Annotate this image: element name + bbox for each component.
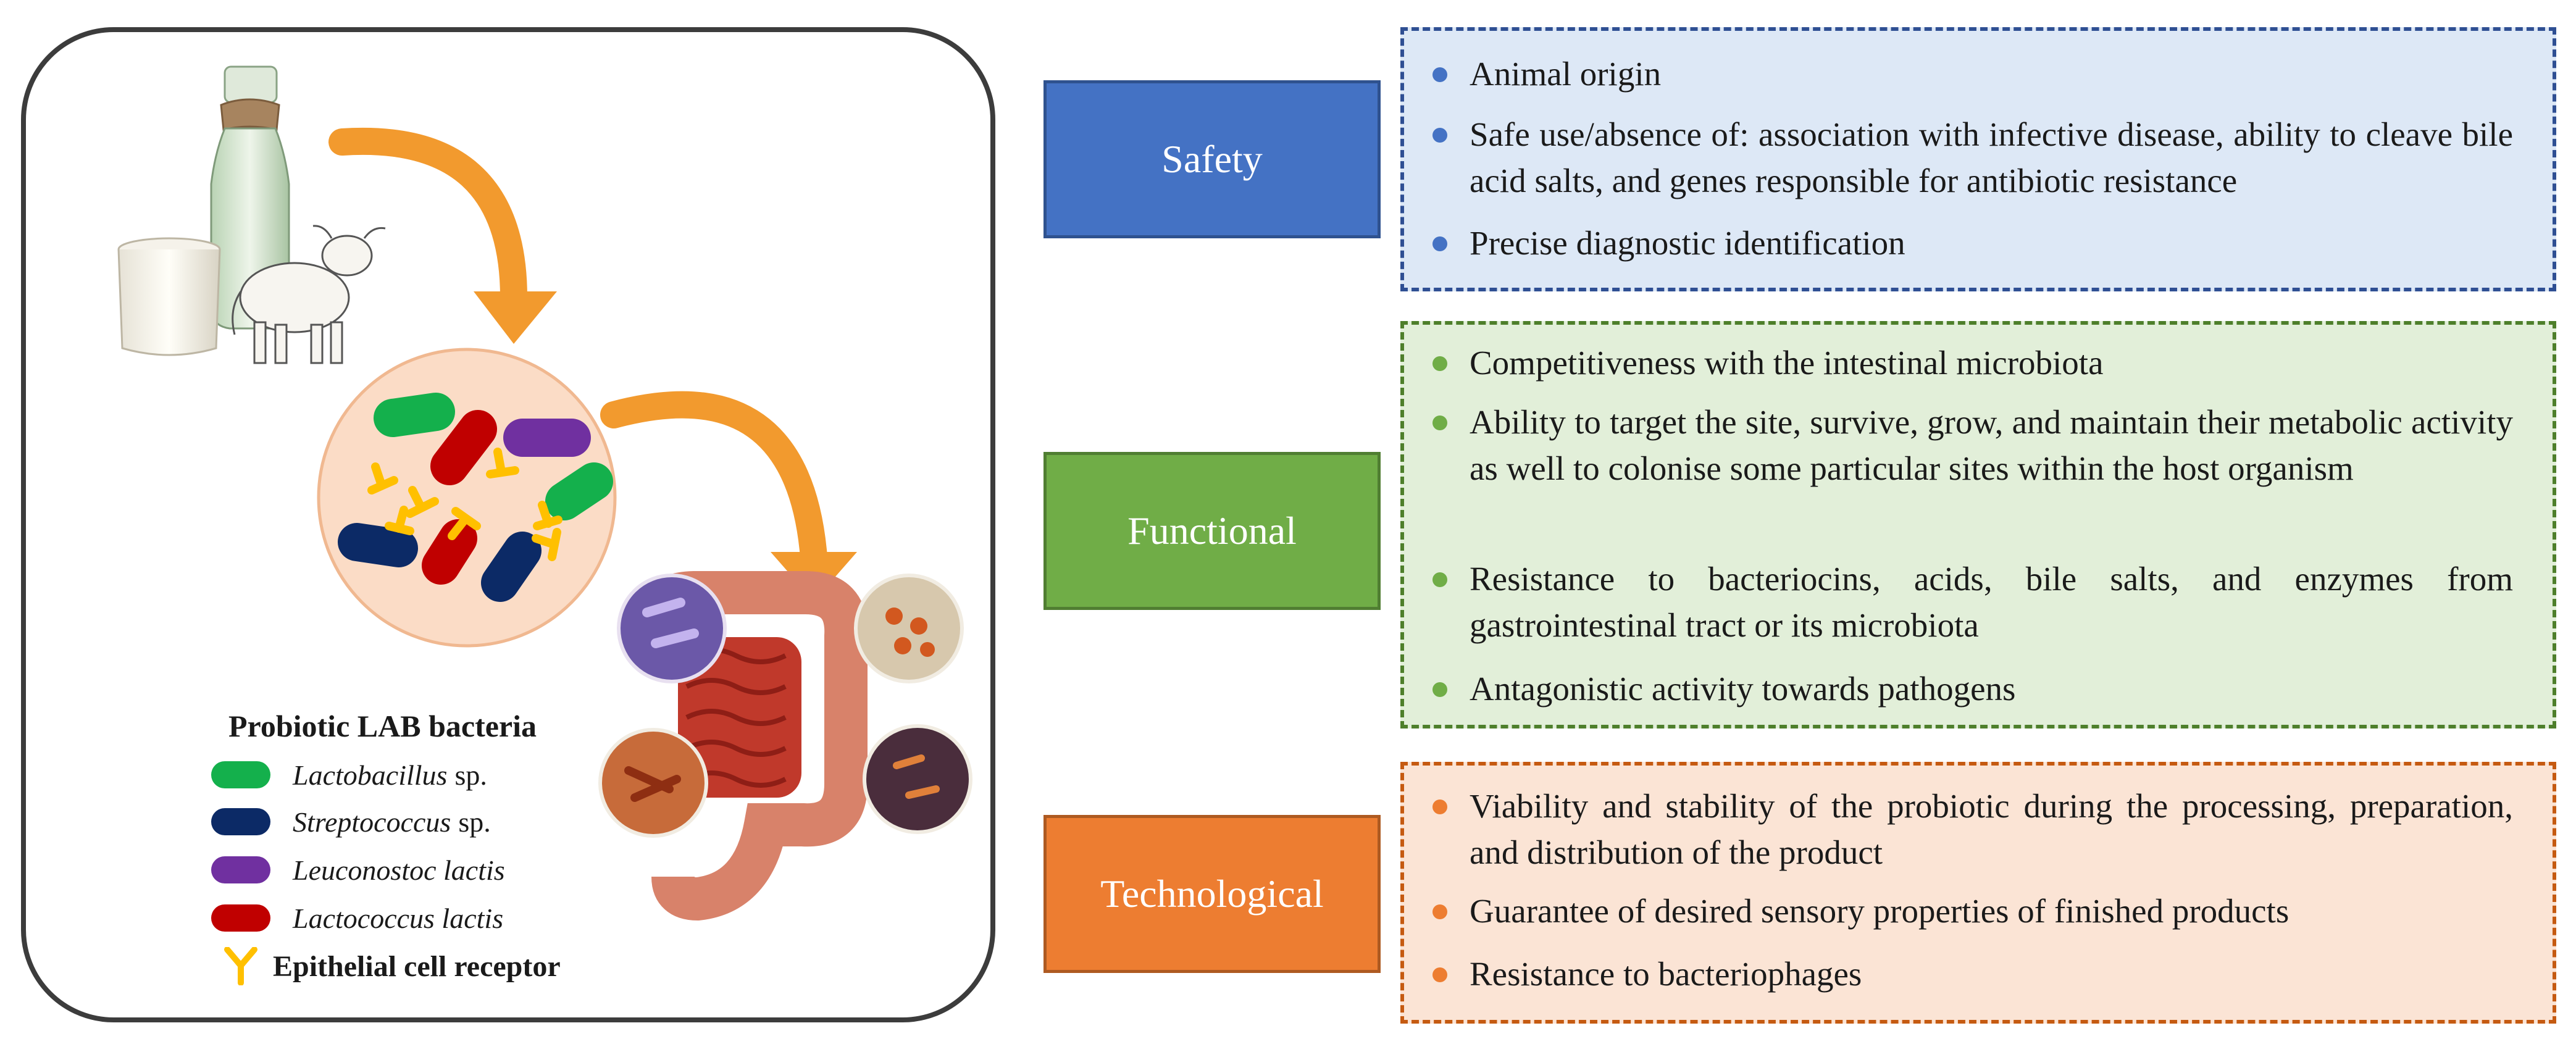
functional-criteria-panel: Competitiveness with the intestinal micr… — [1400, 321, 2556, 728]
criteria-bullet: Competitiveness with the intestinal micr… — [1432, 340, 2513, 386]
bullet-dot-icon — [1432, 904, 1447, 919]
criteria-text: Precise diagnostic identification — [1470, 224, 1905, 262]
illustration — [117, 65, 972, 921]
safety-criteria-panel: Animal origin Safe use/absence of: assoc… — [1400, 27, 2556, 291]
legend-label: Lactobacillus — [293, 759, 448, 791]
criteria-text: Viability and stability of the probiotic… — [1470, 787, 2513, 871]
bullet-dot-icon — [1432, 799, 1447, 814]
criteria-bullet: Guarantee of desired sensory properties … — [1432, 888, 2513, 934]
criteria-bullet: Precise diagnostic identification — [1432, 220, 2513, 266]
legend-item-lactococcus: Lactococcus lactis — [211, 901, 503, 935]
legend-suffix: sp. — [454, 759, 487, 791]
criteria-bullet: Antagonistic activity towards pathogens — [1432, 666, 2513, 712]
bullet-dot-icon — [1432, 236, 1447, 251]
intestine-microbiota-icon — [598, 571, 972, 921]
category-technological: Technological — [1043, 815, 1381, 973]
legend-label: Leuconostoc lactis — [293, 854, 505, 886]
legend-item-streptococcus: Streptococcus sp. — [211, 804, 491, 839]
legend-item-leuconostoc: Leuconostoc lactis — [211, 853, 505, 887]
criteria-text: Competitiveness with the intestinal micr… — [1470, 344, 2104, 382]
probiotic-illustration-panel: Probiotic LAB bacteria Lactobacillus sp.… — [21, 27, 995, 1022]
legend-suffix: sp. — [458, 806, 491, 838]
receptor-icon — [224, 947, 257, 985]
category-functional: Functional — [1043, 452, 1381, 610]
curved-arrow-icon — [328, 127, 557, 344]
legend-item-receptor: Epithelial cell receptor — [211, 947, 561, 985]
receptor-label: Epithelial cell receptor — [273, 950, 561, 983]
bullet-dot-icon — [1432, 682, 1447, 697]
cow-icon — [232, 225, 386, 364]
criteria-text: Animal origin — [1470, 55, 1662, 93]
criteria-bullet: Resistance to bacteriophages — [1432, 951, 2513, 997]
lactococcus-swatch — [211, 904, 270, 932]
criteria-text: Guarantee of desired sensory properties … — [1470, 892, 2290, 930]
category-safety: Safety — [1043, 80, 1381, 238]
criteria-bullet: Viability and stability of the probiotic… — [1432, 783, 2513, 875]
milk-glass-icon — [117, 237, 221, 356]
legend-label: Lactococcus lactis — [293, 902, 504, 934]
lactobacillus-swatch — [211, 761, 270, 788]
bullet-dot-icon — [1432, 415, 1447, 430]
legend-item-lactobacillus: Lactobacillus sp. — [211, 758, 487, 792]
legend-label: Streptococcus — [293, 806, 451, 838]
bacteria-circle-icon — [317, 348, 617, 648]
criteria-text: Ability to target the site, survive, gro… — [1470, 403, 2513, 487]
criteria-bullet: Safe use/absence of: association with in… — [1432, 111, 2513, 204]
bullet-dot-icon — [1432, 128, 1447, 143]
criteria-text: Resistance to bacteriocins, acids, bile … — [1470, 560, 2513, 644]
leuconostoc-swatch — [211, 856, 270, 883]
criteria-bullet: Resistance to bacteriocins, acids, bile … — [1432, 556, 2513, 648]
criteria-bullet: Ability to target the site, survive, gro… — [1432, 399, 2513, 491]
streptococcus-swatch — [211, 808, 270, 835]
technological-criteria-panel: Viability and stability of the probiotic… — [1400, 762, 2556, 1024]
criteria-text: Antagonistic activity towards pathogens — [1470, 670, 2016, 708]
bullet-dot-icon — [1432, 967, 1447, 982]
criteria-text: Safe use/absence of: association with in… — [1470, 115, 2513, 199]
criteria-bullet: Animal origin — [1432, 51, 2513, 97]
bullet-dot-icon — [1432, 572, 1447, 587]
criteria-text: Resistance to bacteriophages — [1470, 955, 1862, 993]
bullet-dot-icon — [1432, 356, 1447, 371]
bullet-dot-icon — [1432, 67, 1447, 82]
legend-title: Probiotic LAB bacteria — [228, 709, 537, 743]
